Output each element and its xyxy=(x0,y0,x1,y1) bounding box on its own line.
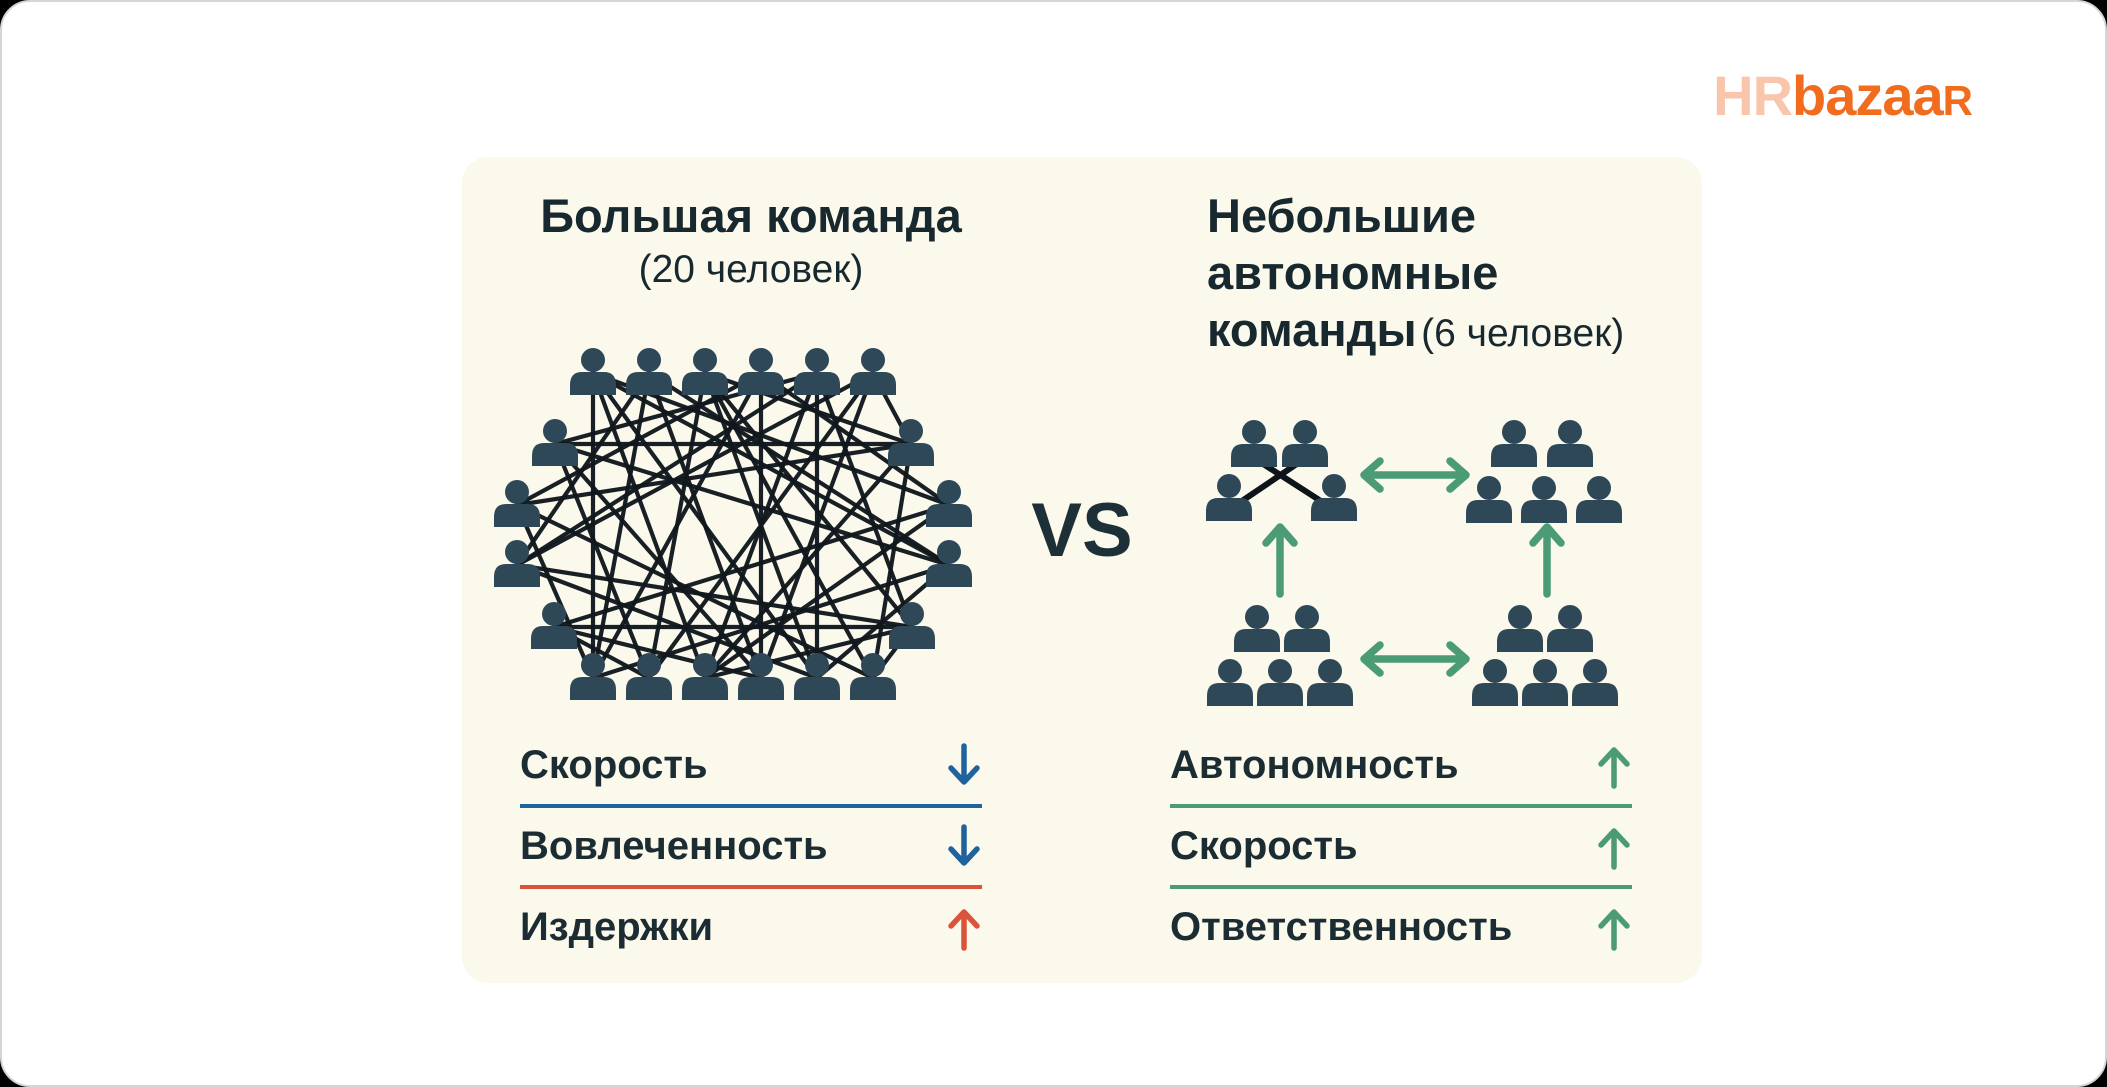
small-teams-diagram xyxy=(1206,420,1622,706)
person-icon xyxy=(570,653,616,700)
large-team-network-diagram xyxy=(494,348,972,700)
person-icon xyxy=(1282,420,1328,467)
person-icon xyxy=(1307,659,1353,706)
person-icon xyxy=(1257,659,1303,706)
left-team-metrics: Скорость Вовлеченность Издержки xyxy=(520,727,982,966)
person-icon xyxy=(1547,605,1593,652)
person-icon xyxy=(1284,605,1330,652)
right-team-metrics: Автономность Скорость Ответственность xyxy=(1170,727,1632,966)
metric-row: Скорость xyxy=(520,727,982,804)
person-icon xyxy=(1231,420,1277,467)
right-team-title-line3: команды xyxy=(1207,303,1417,356)
metric-label: Автономность xyxy=(1170,743,1459,787)
metric-divider xyxy=(1170,885,1632,889)
double-arrow-icon xyxy=(1262,523,1298,598)
logo-text-hr: HR xyxy=(1713,64,1793,127)
person-icon xyxy=(570,348,616,395)
metric-row: Вовлеченность xyxy=(520,808,982,885)
person-icon xyxy=(682,348,728,395)
person-icon xyxy=(926,540,972,587)
logo-text-bazaar: bazaa xyxy=(1792,64,1944,127)
person-icon xyxy=(850,348,896,395)
metric-divider xyxy=(520,804,982,808)
person-icon xyxy=(1497,605,1543,652)
person-icon xyxy=(1234,605,1280,652)
metric-label: Скорость xyxy=(520,743,708,787)
metric-row: Автономность xyxy=(1170,727,1632,804)
metric-label: Вовлеченность xyxy=(520,824,828,868)
brand-logo: HRbazaaR xyxy=(1713,68,1973,124)
metric-divider xyxy=(1170,804,1632,808)
person-icon xyxy=(1207,659,1253,706)
person-icon xyxy=(1466,476,1512,523)
right-team-title-line1: Небольшие xyxy=(1207,189,1476,242)
metric-label: Издержки xyxy=(520,905,714,949)
person-icon xyxy=(1472,659,1518,706)
metric-row: Ответственность xyxy=(1170,889,1632,966)
metric-label: Скорость xyxy=(1170,824,1358,868)
arrow-down-icon xyxy=(948,742,980,785)
arrow-up-icon xyxy=(948,908,980,951)
double-arrow-icon xyxy=(1360,457,1470,493)
left-team-title: Большая команда (20 человек) xyxy=(520,187,982,296)
metric-label: Ответственность xyxy=(1170,905,1513,949)
person-icon xyxy=(794,348,840,395)
person-icon xyxy=(626,653,672,700)
logo-text-smallcap-r: R xyxy=(1942,77,1973,124)
person-icon xyxy=(1576,476,1622,523)
left-team-subtitle: (20 человек) xyxy=(638,248,864,291)
comparison-panel: Большая команда (20 человек) VS Небольши… xyxy=(462,157,1702,983)
person-icon xyxy=(926,480,972,527)
person-icon xyxy=(626,348,672,395)
double-arrow-icon xyxy=(1529,523,1565,598)
arrow-down-icon xyxy=(948,823,980,866)
arrow-up-icon xyxy=(1598,746,1630,789)
person-icon xyxy=(1491,420,1537,467)
metric-divider xyxy=(520,885,982,889)
double-arrow-icon xyxy=(1360,641,1470,677)
right-team-title-line2: автономные xyxy=(1207,246,1499,299)
arrow-up-icon xyxy=(1598,827,1630,870)
metric-row: Скорость xyxy=(1170,808,1632,885)
person-icon xyxy=(738,348,784,395)
arrow-up-icon xyxy=(1598,908,1630,951)
person-icon xyxy=(494,540,540,587)
person-icon xyxy=(1522,659,1568,706)
right-team-title: Небольшие автономные команды (6 человек) xyxy=(1207,187,1677,358)
vs-label: VS xyxy=(1031,488,1133,573)
person-icon xyxy=(1547,420,1593,467)
person-icon xyxy=(1572,659,1618,706)
right-team-subtitle: (6 человек) xyxy=(1421,312,1625,355)
metric-row: Издержки xyxy=(520,889,982,966)
person-icon xyxy=(1521,476,1567,523)
left-team-title-text: Большая команда xyxy=(540,189,962,242)
